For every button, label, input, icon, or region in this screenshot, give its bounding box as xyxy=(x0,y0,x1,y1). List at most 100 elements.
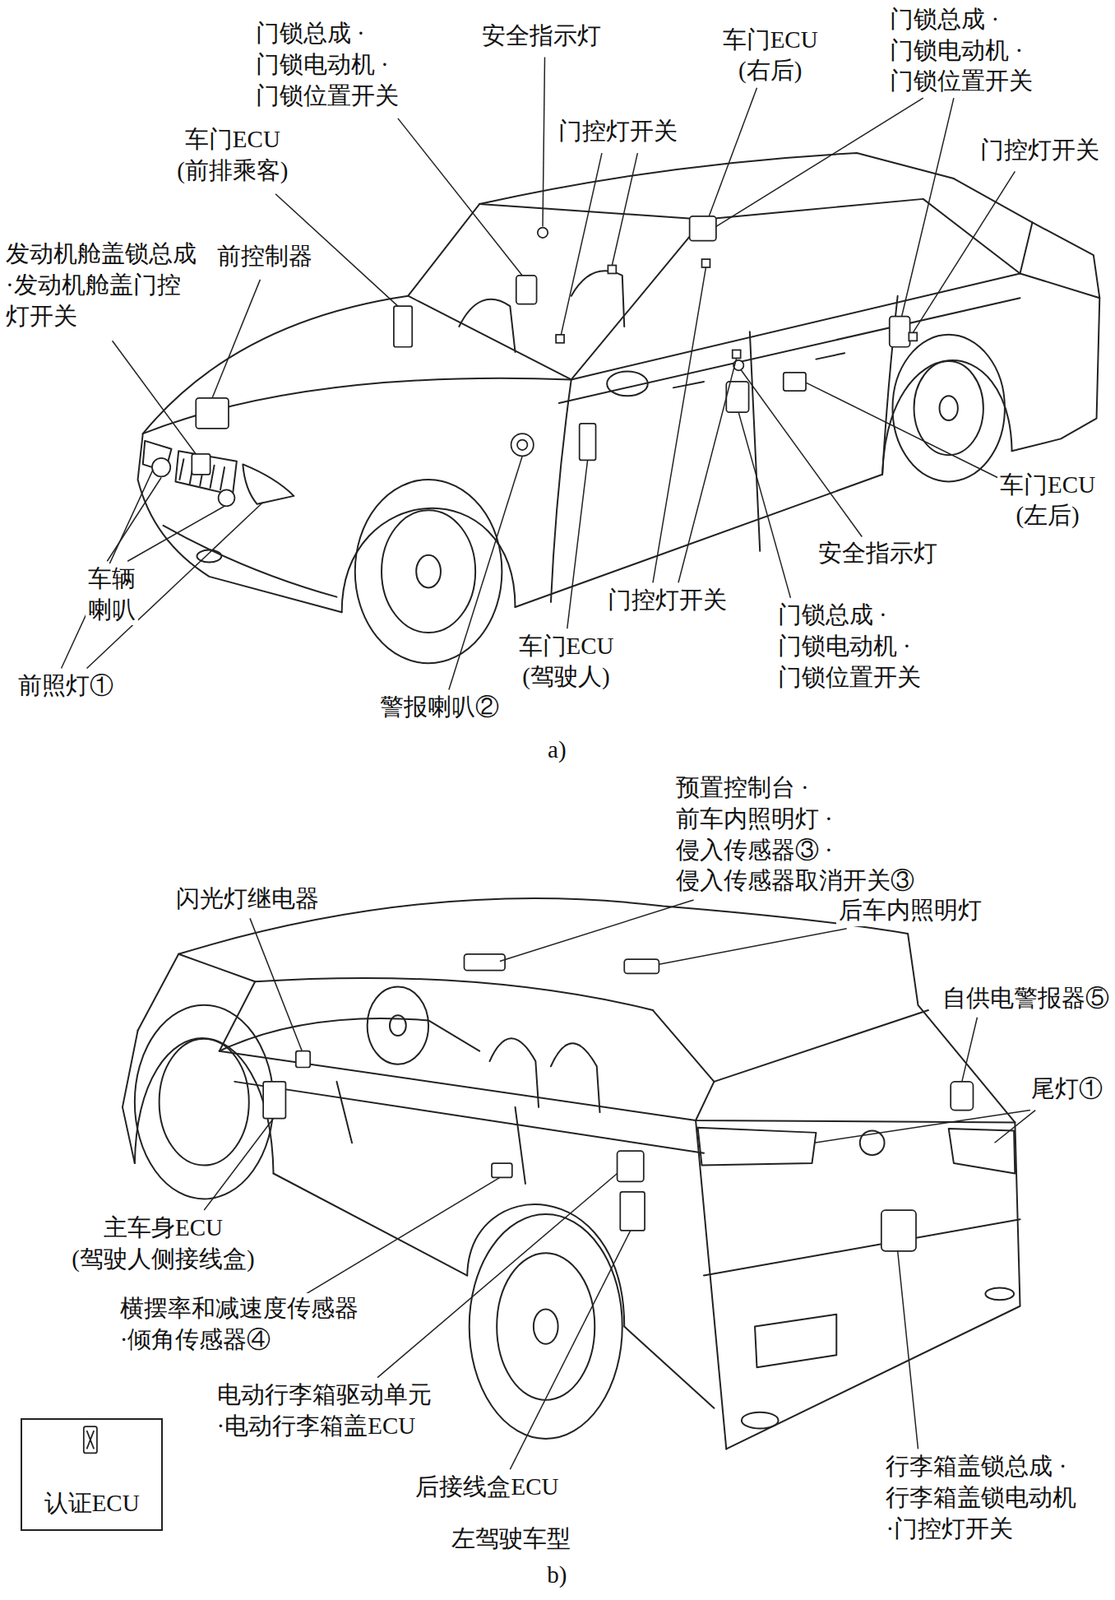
leader-line xyxy=(897,1250,919,1449)
component xyxy=(393,305,412,347)
component xyxy=(464,953,506,971)
component xyxy=(83,953,974,1453)
leader-line xyxy=(738,411,791,598)
leader-line xyxy=(658,928,847,964)
car-body-rear xyxy=(159,1038,250,1166)
part-label: 门控灯开关 xyxy=(555,115,681,148)
car-body-front xyxy=(550,379,572,602)
car-body-rear xyxy=(389,1014,407,1036)
component xyxy=(881,1209,917,1251)
component xyxy=(152,216,917,506)
car-body-rear xyxy=(273,1172,468,1275)
car-body-rear xyxy=(367,985,429,1064)
panel-label: b) xyxy=(544,1559,570,1591)
leader-line xyxy=(499,899,694,961)
car-body-front xyxy=(163,525,338,597)
car-body-rear xyxy=(698,1127,817,1166)
part-label: 闪光灯继电器 xyxy=(173,883,322,915)
leader-line xyxy=(708,87,757,217)
car-body-front xyxy=(939,395,958,421)
car-body-rear xyxy=(726,1121,1020,1449)
car-body-front xyxy=(1012,297,1101,451)
part-label: 车门ECU (右后) xyxy=(720,24,821,87)
car-body-front xyxy=(606,371,648,397)
component xyxy=(579,423,597,461)
component xyxy=(555,334,565,343)
leader-line xyxy=(61,469,154,669)
part-label: 发动机舱盖锁总成 ·发动机舱盖门控 灯开关 xyxy=(3,238,199,332)
component xyxy=(296,1050,310,1068)
component xyxy=(152,458,171,477)
leader-line xyxy=(902,97,954,316)
car-body-rear xyxy=(533,1308,559,1343)
car-body-rear xyxy=(741,1411,779,1429)
car-body-rear xyxy=(467,1203,625,1326)
part-label: 门锁总成 ·门锁电动机 ·门锁位置开关 xyxy=(775,599,924,693)
part-label: 预置控制台 ·前车内照明灯 ·侵入传感器③ ·侵入传感器取消开关③ xyxy=(673,772,917,897)
car-body-rear xyxy=(985,1286,1014,1300)
part-label: 左驾驶车型 xyxy=(448,1522,574,1555)
car-body-front xyxy=(416,555,441,588)
component xyxy=(732,349,741,358)
car-body-front xyxy=(703,198,924,220)
car-body-front xyxy=(458,299,515,352)
car-body-front xyxy=(673,381,704,388)
component xyxy=(702,259,711,268)
part-label: 车辆 喇叭 xyxy=(85,563,139,625)
leader-line xyxy=(203,1118,273,1211)
car-body-rear xyxy=(624,1326,714,1408)
leader-line xyxy=(805,382,1002,480)
car-body-front xyxy=(175,450,236,495)
leader-line xyxy=(740,369,863,537)
component xyxy=(517,439,528,450)
component xyxy=(783,372,806,391)
car-body-front xyxy=(1020,222,1101,298)
leader-line xyxy=(112,340,197,454)
component xyxy=(689,216,717,241)
car-body-rear xyxy=(469,1213,623,1439)
car-body-rear xyxy=(754,1313,837,1368)
car-body-front xyxy=(138,152,1101,663)
part-label: 门锁总成 ·门锁电动机 ·门锁位置开关 xyxy=(887,4,1036,98)
component xyxy=(619,1191,645,1231)
part-label: 行李箱盖锁总成 ·行李箱盖锁电动机 ·门控灯开关 xyxy=(883,1450,1079,1544)
part-label: 电动行李箱驱动单元 ·电动行李箱盖ECU xyxy=(214,1378,435,1441)
component xyxy=(491,1162,513,1177)
part-label: 横摆率和减速度传感器 ·倾角传感器④ xyxy=(117,1292,361,1355)
car-body-front xyxy=(381,509,476,633)
car-body-front xyxy=(882,360,1013,475)
part-label: 门控灯开关 xyxy=(605,584,730,616)
car-body-rear xyxy=(134,1037,274,1173)
car-body-rear xyxy=(254,977,653,1010)
leader-line xyxy=(509,1230,630,1469)
part-label: 自供电警报器⑤ xyxy=(939,982,1112,1014)
part-label: 警报喇叭② xyxy=(377,691,502,723)
car-body-rear xyxy=(948,1128,1016,1174)
car-body-front xyxy=(571,270,625,327)
part-label: 门锁总成 ·门锁电动机 ·门锁位置开关 xyxy=(253,18,402,112)
component xyxy=(516,275,537,305)
component xyxy=(263,1081,286,1119)
car-body-rear xyxy=(219,1017,480,1051)
leader-line xyxy=(61,56,1037,1469)
car-body-front xyxy=(559,297,1021,403)
component xyxy=(83,1425,98,1453)
car-body-front xyxy=(815,352,845,359)
leader-line xyxy=(814,1110,1031,1143)
leader-line xyxy=(106,477,162,562)
leader-line xyxy=(912,171,1015,333)
car-body-rear xyxy=(907,933,1015,1122)
car-body-rear xyxy=(234,1081,704,1153)
car-body-front xyxy=(143,378,572,434)
car-body-front xyxy=(571,272,1021,380)
part-label: 车门ECU (驾驶人) xyxy=(516,630,617,693)
part-label: 后车内照明灯 xyxy=(836,894,985,926)
component xyxy=(607,265,616,274)
ecu-box: 认证ECU xyxy=(20,1417,164,1530)
component xyxy=(889,316,911,347)
car-body-rear xyxy=(550,1042,601,1112)
leader-line xyxy=(962,1017,978,1082)
car-body-front xyxy=(138,433,343,612)
car-body-rear xyxy=(138,953,180,1031)
